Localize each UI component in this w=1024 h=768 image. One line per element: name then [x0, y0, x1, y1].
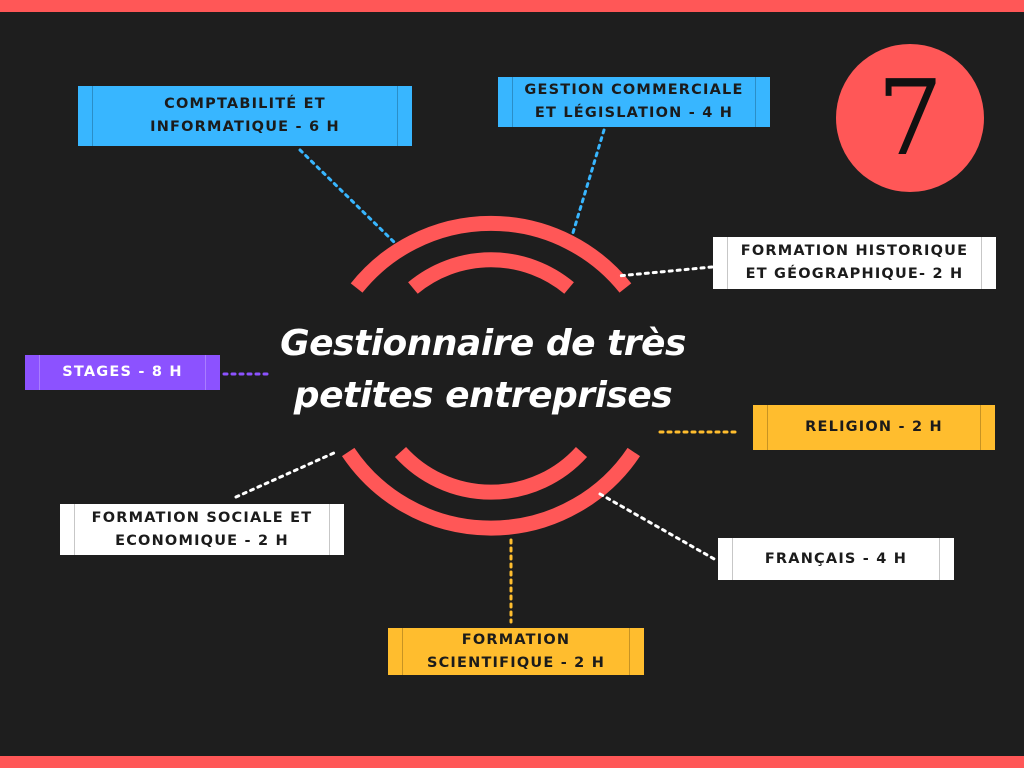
node-scientifique: FORMATION SCIENTIFIQUE - 2 H [388, 628, 644, 675]
connector-historique [616, 265, 714, 278]
outer-arc-bottom [341, 447, 641, 536]
inner-arc-bottom [394, 446, 588, 500]
inner-arc-top [408, 252, 574, 294]
connector-comptabilite [298, 148, 396, 244]
bottom-accent-stripe [0, 756, 1024, 768]
outer-arc-top [350, 215, 632, 293]
central-arcs [341, 215, 641, 536]
node-gestion: GESTION COMMERCIALE ET LÉGISLATION - 4 H [498, 77, 770, 127]
number-badge: 7 [836, 44, 984, 192]
node-francais: FRANÇAIS - 4 H [718, 538, 954, 580]
connector-francais [598, 492, 718, 562]
connector-gestion [570, 128, 606, 238]
connector-sociale [234, 450, 338, 499]
node-comptabilite: COMPTABILITÉ ET INFORMATIQUE - 6 H [78, 86, 412, 146]
central-title: Gestionnaire de très petites entreprises [280, 323, 686, 416]
badge-number: 7 [876, 57, 944, 179]
node-religion: RELIGION - 2 H [753, 405, 995, 450]
node-sociale: FORMATION SOCIALE ET ECONOMIQUE - 2 H [60, 504, 344, 555]
top-accent-stripe [0, 0, 1024, 12]
node-stages: STAGES - 8 H [25, 355, 220, 390]
node-historique: FORMATION HISTORIQUE ET GÉOGRAPHIQUE- 2 … [713, 237, 996, 289]
